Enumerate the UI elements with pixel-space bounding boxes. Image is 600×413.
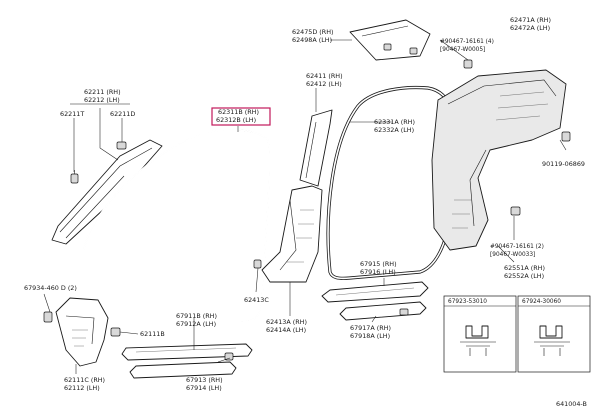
clip-62111b [110,327,121,337]
diagram-code: 641004-B [556,400,587,408]
a-pillar-garnish [51,139,163,245]
quarter-trim-panel [431,69,567,251]
label-67912a: 67912A (LH) [176,320,216,328]
clip-quarter-lower [510,206,521,216]
label-67911b: 67911B (RH) [176,312,217,320]
clip-67934 [43,311,53,323]
label-62413a: 62413A (RH) [266,318,307,326]
label-62332a: 62332A (LH) [374,126,414,134]
leader-lines [43,39,567,374]
label-90467-16161-2: #90467-16161 (2) [490,244,544,250]
clip-62471a [463,59,473,69]
label-67934: 67934-460 D (2) [24,284,77,292]
label-62414a: 62414A (LH) [266,326,306,334]
label-67924: 67924-30060 [522,299,561,305]
label-62211t: 62211T [60,110,84,118]
clip-roof [383,43,418,55]
label-62413c: 62413C [244,296,269,304]
label-62471a: 62471A (RH) [510,16,551,24]
label-62551a: 62551A (RH) [504,264,545,272]
label-90467-w0005: [90467-W0005] [440,47,485,53]
label-67917a: 67917A (RH) [350,324,391,332]
clip-62211t [70,170,79,184]
label-67914: 67914 (LH) [186,384,222,392]
label-62312b: 62312B (LH) [216,116,256,124]
part-labels: 62211 (RH) 62212 (LH) 62211T 62211D 6231… [24,16,587,408]
rear-scuff-plate-lower [339,301,427,321]
clip-scuff-rear [399,308,409,316]
clip-62413c [253,259,262,269]
label-62475d: 62475D (RH) [292,28,334,36]
label-62552a: 62552A (LH) [504,272,544,280]
label-90467-w0033: [90467-W0033] [490,252,535,258]
label-67915: 67915 (RH) [360,260,397,268]
front-scuff-plate-lower [129,361,237,379]
clip-detail-box-67923 [443,295,517,373]
cowl-side-trim [55,297,109,367]
label-62211d: 62211D [110,110,135,118]
label-62112: 62112 (LH) [64,384,100,392]
clip-detail-box-67924 [517,295,591,373]
center-pillar-upper-garnish [299,109,333,187]
center-pillar-lower-garnish [261,185,323,283]
label-62211: 62211 (RH) [84,88,121,96]
front-door-weatherstrip [82,129,271,323]
label-67916: 67916 (LH) [360,268,396,276]
label-62311b: 62311B (RH) [218,108,259,116]
front-scuff-plate-upper [121,343,253,361]
label-67913: 67913 (RH) [186,376,223,384]
highlight-box [211,107,271,126]
rear-scuff-plate-upper [321,281,429,303]
label-62412: 62412 (LH) [306,80,342,88]
label-67923: 67923-53010 [448,299,487,305]
label-62111c: 62111C (RH) [64,376,105,384]
label-90467-16161-4: #90467-16161 (4) [440,39,494,45]
roof-side-garnish [349,19,431,61]
label-62212: 62212 (LH) [84,96,120,104]
label-62472a: 62472A (LH) [510,24,550,32]
label-62111b: 62111B [140,330,165,338]
label-67918a: 67918A (LH) [350,332,390,340]
label-62331a: 62331A (RH) [374,118,415,126]
label-62411: 62411 (RH) [306,72,343,80]
label-90119: 90119-06869 [542,160,585,168]
clip-scuff-front [224,352,234,361]
clip-90119 [561,131,571,142]
clip-62211d [116,141,127,150]
label-62498a: 62498A (LH) [292,36,332,44]
